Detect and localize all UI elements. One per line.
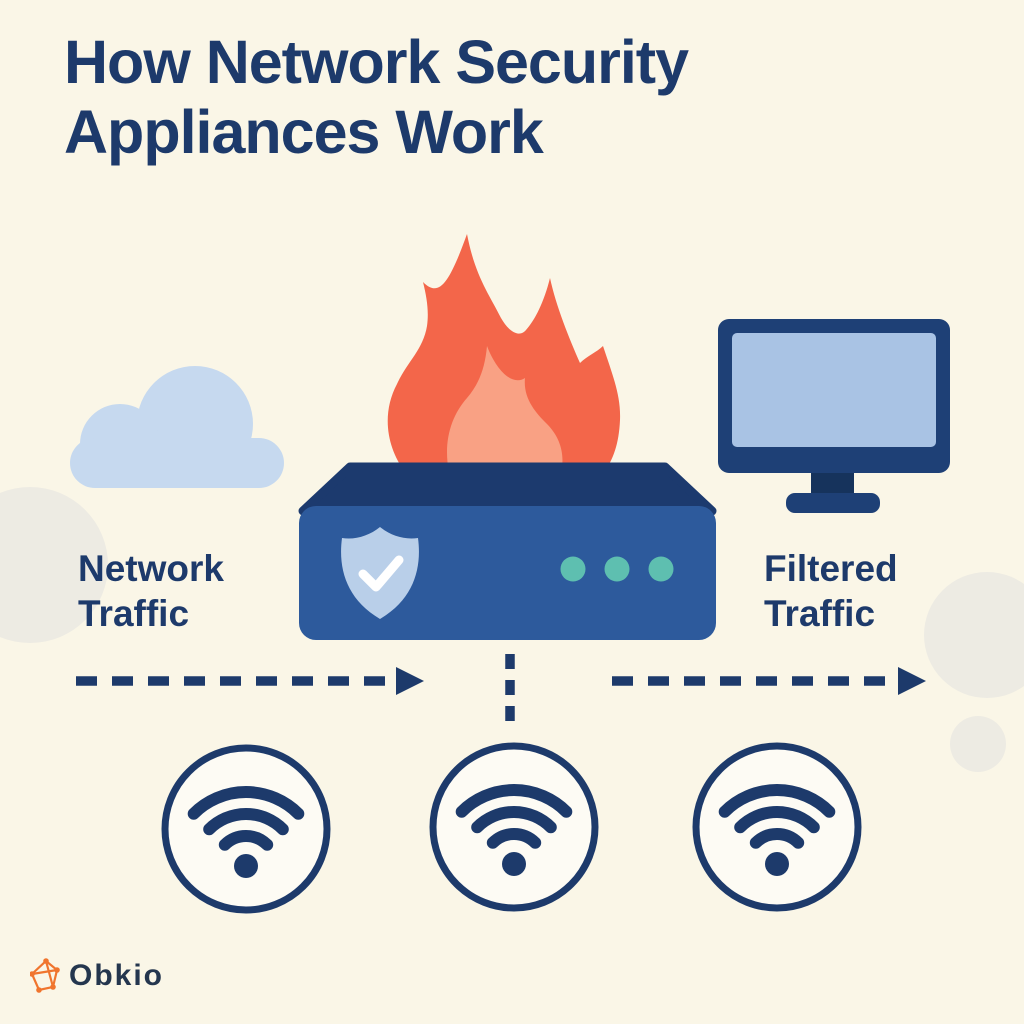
monitor-screen: [732, 333, 936, 447]
input-flow-arrow: [76, 667, 424, 695]
obkio-network-graph-icon: [30, 958, 60, 993]
page-title: How Network Security Appliances Work: [64, 28, 924, 167]
wifi-signal-icon: [429, 742, 599, 912]
flame-outer: [387, 234, 621, 472]
wifi-signal-icon: [692, 742, 862, 912]
monitor-base: [786, 493, 880, 513]
center-drop-dashed-line: [505, 654, 515, 724]
page-title-line2: Appliances Work: [64, 97, 544, 166]
firewall-flame-icon: [387, 234, 621, 472]
desktop-monitor-icon: [718, 319, 950, 513]
brand-name: Obkio: [69, 959, 165, 992]
arrowhead: [898, 667, 926, 695]
output-flow-arrow: [612, 667, 926, 695]
flame-inner: [447, 346, 563, 472]
security-appliance: [298, 462, 717, 640]
filtered-traffic-label: Filtered Traffic: [764, 548, 898, 635]
status-led-dots: [560, 556, 674, 582]
appliance-top-face: [298, 462, 717, 516]
network-traffic-label: Network Traffic: [78, 548, 224, 635]
wifi-signal-icon: [161, 744, 331, 914]
shield-check-icon: [341, 527, 419, 619]
decorative-blob-right-large: [924, 572, 1024, 698]
decorative-blob-right-small: [950, 716, 1006, 772]
arrowhead: [396, 667, 424, 695]
brand-logo: Obkio: [30, 958, 164, 994]
checkmark-icon: [358, 555, 404, 592]
page-title-line1: How Network Security: [64, 28, 689, 96]
cloud-icon: [70, 366, 284, 488]
